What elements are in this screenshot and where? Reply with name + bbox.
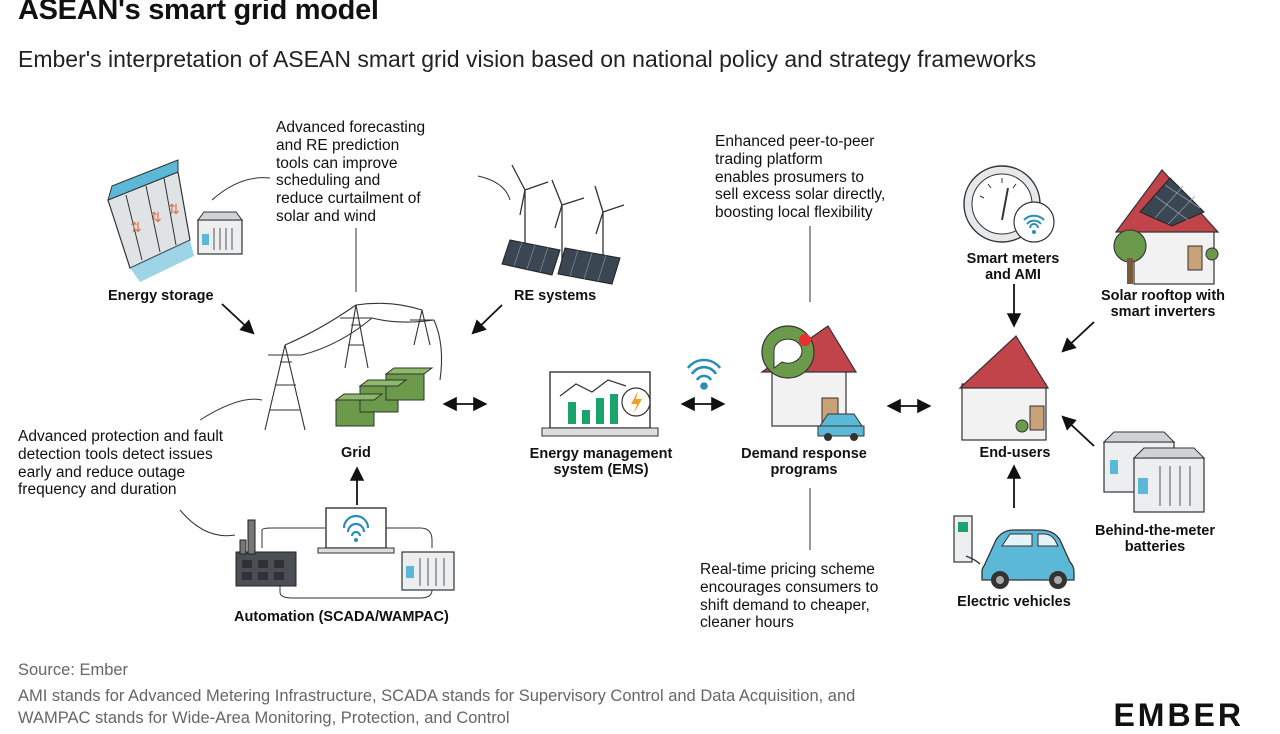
energy-storage-illustration: ⇅ ⇅ ⇅ — [107, 159, 243, 282]
page-subtitle: Ember's interpretation of ASEAN smart gr… — [18, 46, 1037, 72]
leader-forecasting-storage — [211, 177, 271, 201]
end-users-illustration — [958, 335, 1050, 441]
svg-text:⇅: ⇅ — [130, 220, 142, 236]
source-note: Source: Ember — [18, 661, 129, 679]
note-p2p: Enhanced peer-to-peer trading platform e… — [715, 133, 886, 222]
label-energy-storage: Energy storage — [108, 288, 214, 304]
label-grid: Grid — [341, 445, 371, 461]
label-demand-response: Demand response programs — [741, 446, 867, 478]
btm-batteries-illustration — [1102, 431, 1206, 513]
abbreviation-note-line2: WAMPAC stands for Wide-Area Monitoring, … — [18, 709, 510, 727]
arrow-solar-endusers — [1061, 321, 1095, 353]
automation-illustration — [235, 507, 455, 591]
page-title: ASEAN's smart grid model — [18, 0, 379, 26]
svg-text:⇅: ⇅ — [150, 210, 162, 226]
abbreviation-note-line1: AMI stands for Advanced Metering Infrast… — [18, 687, 856, 705]
arrow-batteries-endusers — [1061, 415, 1095, 447]
leader-protection-grid — [199, 398, 263, 421]
automation-loop — [261, 527, 433, 599]
arrows — [221, 284, 1095, 508]
note-pricing: Real-time pricing scheme encourages cons… — [700, 561, 879, 632]
arrow-re-grid — [471, 304, 503, 335]
note-protection: Advanced protection and fault detection … — [18, 428, 224, 499]
label-solar-rooftop: Solar rooftop with smart inverters — [1100, 288, 1226, 320]
label-ems: Energy management system (EMS) — [529, 446, 673, 478]
label-btm-batteries: Behind-the-meter batteries — [1094, 523, 1216, 555]
wifi-icon — [686, 358, 722, 390]
label-automation: Automation (SCADA/WAMPAC) — [234, 609, 449, 625]
arrow-storage-grid — [221, 303, 255, 335]
ems-illustration — [541, 371, 659, 437]
demand-response-illustration — [760, 325, 865, 441]
leader-forecasting-re — [477, 175, 511, 201]
label-electric-vehicles: Electric vehicles — [957, 594, 1071, 610]
grid-illustration — [264, 302, 443, 431]
leader-lines — [179, 175, 811, 550]
solar-rooftop-illustration — [1113, 169, 1220, 285]
label-smart-meters: Smart meters and AMI — [966, 251, 1060, 283]
re-systems-illustration — [501, 164, 625, 285]
leader-protection-automation — [179, 509, 236, 537]
ev-illustration — [953, 515, 1075, 589]
label-end-users: End-users — [979, 445, 1051, 461]
smart-meter-illustration — [963, 165, 1055, 243]
svg-text:⇅: ⇅ — [168, 202, 180, 218]
note-forecasting: Advanced forecasting and RE prediction t… — [276, 119, 426, 225]
grid-batteries — [334, 367, 434, 427]
ember-logo: EMBER — [1113, 697, 1244, 733]
label-re-systems: RE systems — [514, 288, 597, 304]
